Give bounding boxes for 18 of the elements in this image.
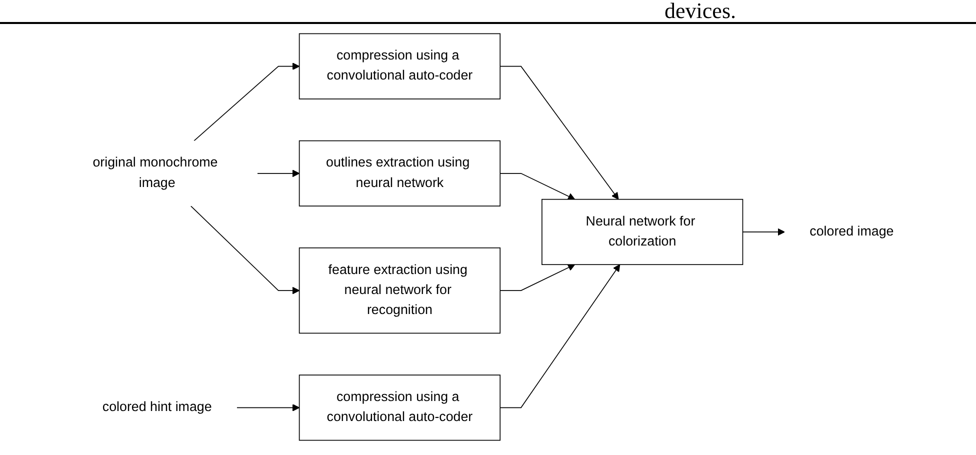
arrow [194,62,300,142]
arrow [500,173,576,200]
arrow [257,170,300,178]
node-box: compression using a convolutional auto-coder [299,33,501,100]
arrow [500,264,620,408]
node-text: colored hint image [102,400,212,414]
node-text: original monochrome image [92,156,218,190]
node-box: compression using a convolutional auto-coder [299,374,501,441]
node-box: outlines extraction using neural network [299,140,501,206]
node-box: feature extraction using neural network for recognition [299,247,501,334]
node-text: colored image [810,224,894,239]
arrow [500,66,619,200]
arrow [742,228,786,236]
node-box: Neural network for colorization [542,198,744,266]
arrow [500,264,576,291]
arrow [190,206,300,294]
arrow [236,404,300,412]
text-fragment: devices. [664,0,736,22]
